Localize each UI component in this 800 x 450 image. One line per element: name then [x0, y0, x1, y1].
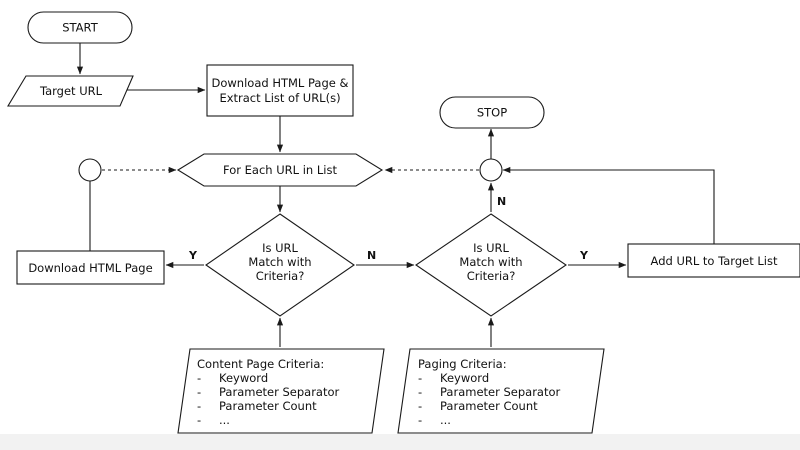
target-url-label: Target URL — [39, 84, 103, 98]
right-junction-node — [479, 158, 503, 182]
decision-content-line-1: Is URL — [262, 241, 298, 255]
content-criteria-bullet-4: - — [197, 413, 201, 427]
paging-criteria-item-2: Parameter Separator — [440, 385, 561, 399]
download-page-node: Download HTML Page — [16, 250, 165, 285]
content-yes-label: Y — [188, 249, 198, 262]
content-criteria-item-2: Parameter Separator — [219, 385, 340, 399]
download-extract-line-2: Extract List of URL(s) — [219, 91, 340, 105]
download-extract-line-1: Download HTML Page & — [212, 76, 349, 90]
download-page-label: Download HTML Page — [28, 261, 152, 275]
decision-paging-line-3: Criteria? — [467, 269, 516, 283]
content-no-label: N — [367, 249, 376, 262]
paging-criteria-title: Paging Criteria: — [418, 357, 507, 371]
left-junction-node — [78, 158, 102, 182]
for-each-node: For Each URL in List — [176, 153, 384, 187]
paging-criteria-node: Paging Criteria: - Keyword - Parameter S… — [397, 348, 605, 434]
add-url-node: Add URL to Target List — [627, 243, 800, 278]
content-criteria-bullet-1: - — [197, 371, 201, 385]
paging-criteria-item-3: Parameter Count — [440, 399, 538, 413]
decision-paging-line-2: Match with — [459, 255, 522, 269]
stop-label: STOP — [477, 106, 507, 120]
paging-yes-label: Y — [579, 249, 589, 262]
content-criteria-item-4: ... — [219, 413, 230, 427]
paging-criteria-item-4: ... — [440, 413, 451, 427]
decision-content-node: Is URL Match with Criteria? — [205, 213, 355, 317]
decision-content-line-2: Match with — [248, 255, 311, 269]
start-label: START — [62, 21, 98, 35]
content-criteria-item-1: Keyword — [219, 371, 268, 385]
download-extract-node: Download HTML Page & Extract List of URL… — [206, 64, 354, 117]
content-criteria-bullet-2: - — [197, 385, 201, 399]
paging-no-label: N — [497, 195, 506, 208]
content-criteria-bullet-3: - — [197, 399, 201, 413]
connectors — [76, 43, 715, 347]
bottom-band — [0, 434, 800, 450]
content-criteria-item-3: Parameter Count — [219, 399, 317, 413]
paging-criteria-bullet-2: - — [418, 385, 422, 399]
target-url-node: Target URL — [7, 75, 134, 107]
decision-content-line-3: Criteria? — [256, 269, 305, 283]
content-criteria-node: Content Page Criteria: - Keyword - Param… — [177, 348, 385, 434]
content-criteria-title: Content Page Criteria: — [197, 357, 324, 371]
paging-criteria-bullet-4: - — [418, 413, 422, 427]
decision-paging-node: Is URL Match with Criteria? — [415, 213, 567, 317]
stop-node: STOP — [439, 96, 545, 129]
paging-criteria-bullet-1: - — [418, 371, 422, 385]
decision-paging-line-1: Is URL — [473, 241, 509, 255]
paging-criteria-bullet-3: - — [418, 399, 422, 413]
paging-criteria-item-1: Keyword — [440, 371, 489, 385]
add-url-label: Add URL to Target List — [651, 254, 778, 268]
edge-addurl-loop — [502, 166, 715, 246]
for-each-label: For Each URL in List — [223, 163, 337, 177]
start-node: START — [27, 11, 133, 44]
